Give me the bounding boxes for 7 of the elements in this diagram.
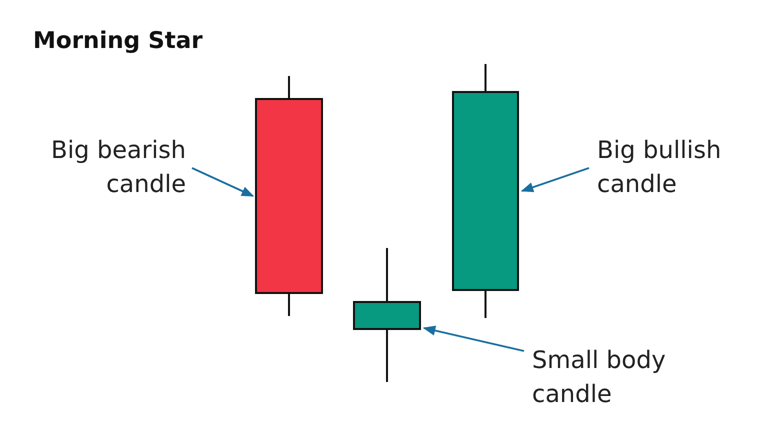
callout-label: Big bearish candle <box>50 135 186 200</box>
callout-label: Big bullish candle <box>597 135 722 200</box>
callout-label: Small body candle <box>532 345 667 410</box>
diagram-title: Morning Star <box>33 28 203 54</box>
arrow <box>520 167 590 192</box>
arrow <box>422 326 524 352</box>
arrow <box>192 167 254 197</box>
